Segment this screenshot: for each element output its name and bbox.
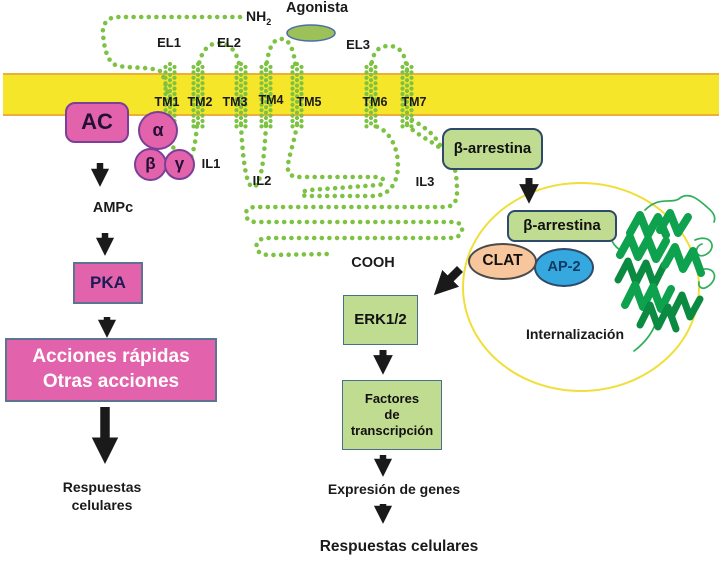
nh2-label: NH2 [246,8,272,27]
g-beta-subunit: β [134,148,167,181]
tm2-label: TM2 [187,95,213,109]
clat-ellipse: CLAT [468,243,537,280]
il2-label: IL2 [252,173,272,188]
beta-arrestin-box-2: β-arrestina [507,210,617,242]
tm5-label: TM5 [296,95,322,109]
ap2-ellipse: AP-2 [534,248,594,287]
ac-box: AC [65,102,129,143]
tm7-label: TM7 [401,95,427,109]
cellular-responses-left-label: Respuestas celulares [62,479,142,513]
beta-arrestin-box-1: β-arrestina [442,128,543,170]
arrestin-ribbon-structure [609,194,716,352]
tm-helix-columns [163,61,414,131]
cellular-responses-bottom-label: Respuestas celulares [319,538,479,555]
g-alpha-subunit: α [138,111,178,150]
g-gamma-subunit: γ [164,149,195,180]
el2-label: EL2 [217,35,241,50]
erk-box: ERK1/2 [343,295,418,345]
el3-label: EL3 [346,37,370,52]
agonist-label: Agonista [285,0,349,16]
internalization-label: Internalización [525,326,625,342]
tm3-label: TM3 [222,95,248,109]
rapid-actions-box: Acciones rápidas Otras acciones [5,338,217,402]
cooh-label: COOH [351,255,395,271]
agonist-ligand-ellipse [286,24,336,42]
receptor-dotted-chain [100,14,465,258]
tm4-label: TM4 [258,93,284,107]
il3-label: IL3 [415,174,435,189]
tm1-label: TM1 [154,95,180,109]
el1-label: EL1 [157,35,181,50]
ampc-label: AMPc [92,200,134,216]
il1-label: IL1 [201,156,221,171]
arrow-vesicle-to-erk [433,265,464,296]
transcription-factors-box: Factores de transcripción [342,380,442,450]
pka-box: PKA [73,262,143,304]
flow-arrows [90,163,539,524]
tm6-label: TM6 [362,95,388,109]
gene-expression-label: Expresión de genes [327,481,461,497]
